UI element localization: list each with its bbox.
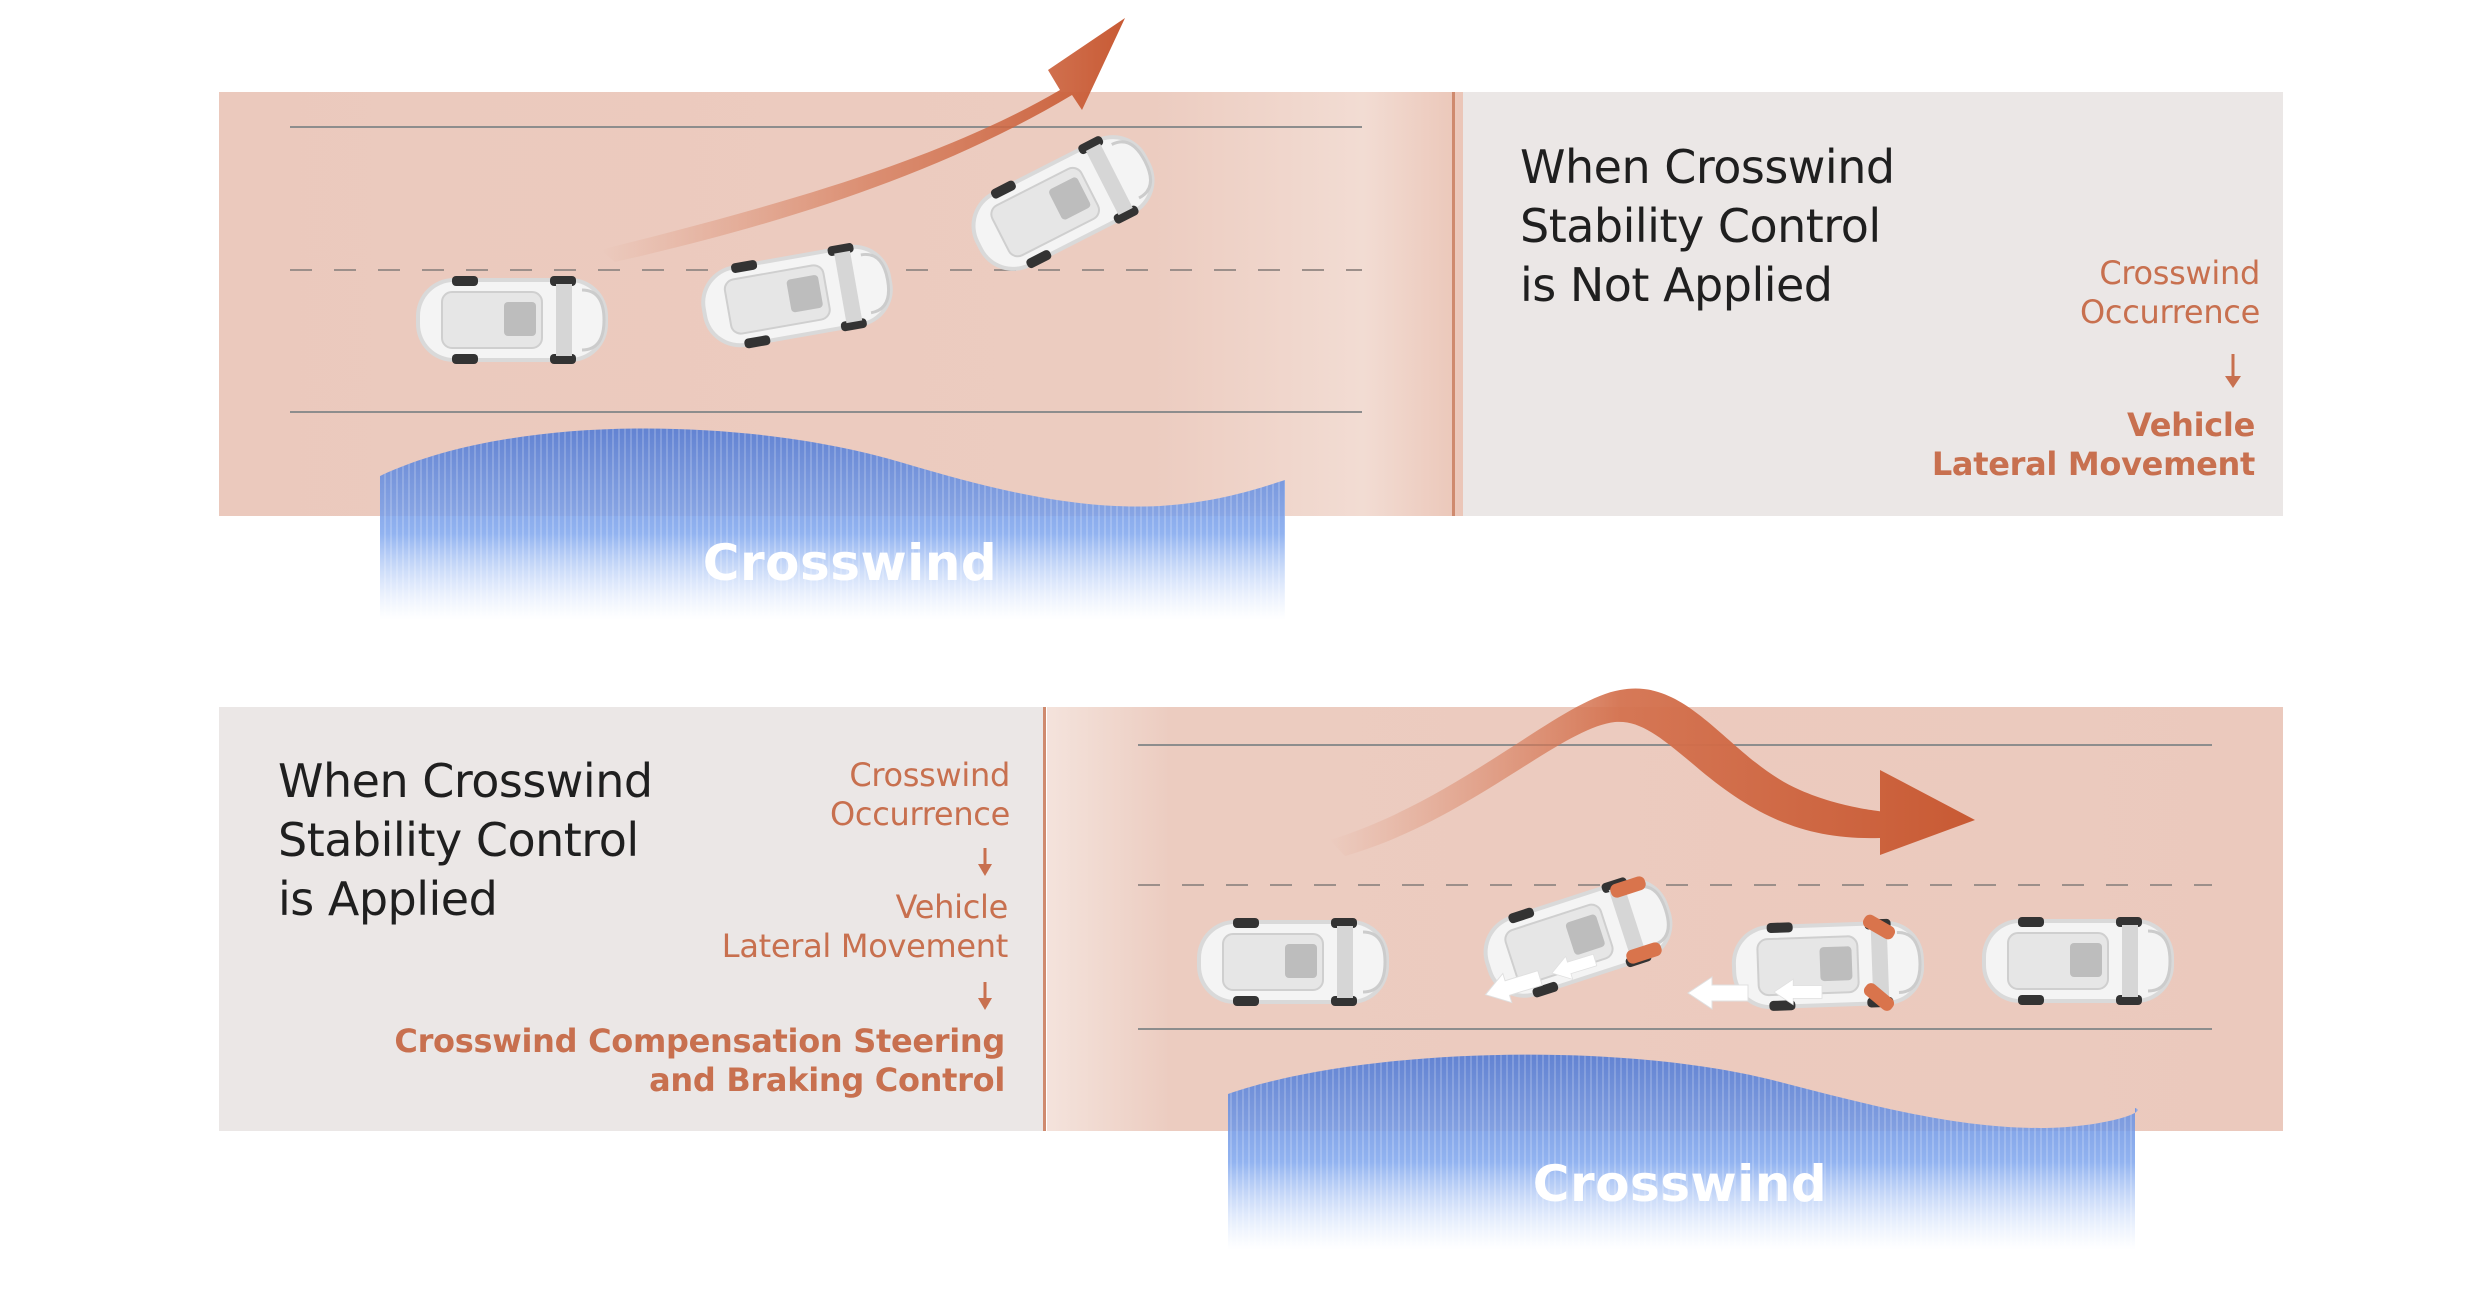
car-icon — [1729, 916, 1927, 1014]
flow-line: Crosswind Compensation Steering — [394, 1022, 1005, 1060]
crosswind-label-bottom: Crosswind — [1532, 1155, 1828, 1213]
brake-indicator — [1626, 942, 1662, 964]
heading-line: Stability Control — [1520, 199, 1881, 253]
flow-step-vehicle-lateral-movement: Vehicle Lateral Movement — [600, 888, 1009, 966]
crosswind-label-top: Crosswind — [702, 534, 998, 592]
heading-line: When Crosswind — [278, 754, 653, 808]
flow-step-crosswind-occurrence: Crosswind Occurrence — [1880, 254, 2260, 332]
heading-line: is Applied — [278, 872, 498, 926]
heading-line: When Crosswind — [1520, 140, 1895, 194]
flow-step-compensation-control: Crosswind Compensation Steering and Brak… — [380, 1022, 1005, 1100]
down-arrow-icon — [2218, 352, 2248, 397]
flow-line: Crosswind — [849, 756, 1010, 794]
flow-line: and Braking Control — [649, 1061, 1005, 1099]
text-panel-bottom — [219, 707, 1045, 1131]
flow-line: Crosswind — [2099, 254, 2260, 292]
down-arrow-icon — [970, 980, 1000, 1025]
flow-line: Occurrence — [830, 795, 1010, 833]
flow-step-crosswind-occurrence: Crosswind Occurrence — [640, 756, 1010, 834]
flow-line: Occurrence — [2080, 293, 2260, 331]
divider-top — [1452, 92, 1455, 516]
car-icon — [1195, 916, 1391, 1008]
flow-line: Lateral Movement — [721, 927, 1009, 965]
flow-step-vehicle-lateral-movement: Vehicle Lateral Movement — [1880, 406, 2255, 484]
trajectory-arrow-icon — [1330, 688, 1975, 856]
trajectory-arrow-icon — [600, 18, 1125, 262]
heading-line: is Not Applied — [1520, 258, 1833, 312]
heading-bottom: When Crosswind Stability Control is Appl… — [278, 752, 718, 929]
flow-line: Vehicle — [2126, 406, 2255, 444]
brake-indicator — [1862, 914, 1896, 940]
car-icon — [1980, 915, 2176, 1007]
brake-indicator — [1863, 983, 1895, 1011]
heading-top: When Crosswind Stability Control is Not … — [1520, 138, 2040, 315]
heading-line: Stability Control — [278, 813, 639, 867]
flow-line: Vehicle — [895, 888, 1009, 926]
flow-line: Lateral Movement — [1931, 445, 2255, 483]
brake-indicator — [1610, 876, 1646, 898]
down-arrow-icon — [970, 846, 1000, 891]
divider-bottom — [1043, 707, 1046, 1131]
text-panel-top — [1463, 92, 2283, 516]
